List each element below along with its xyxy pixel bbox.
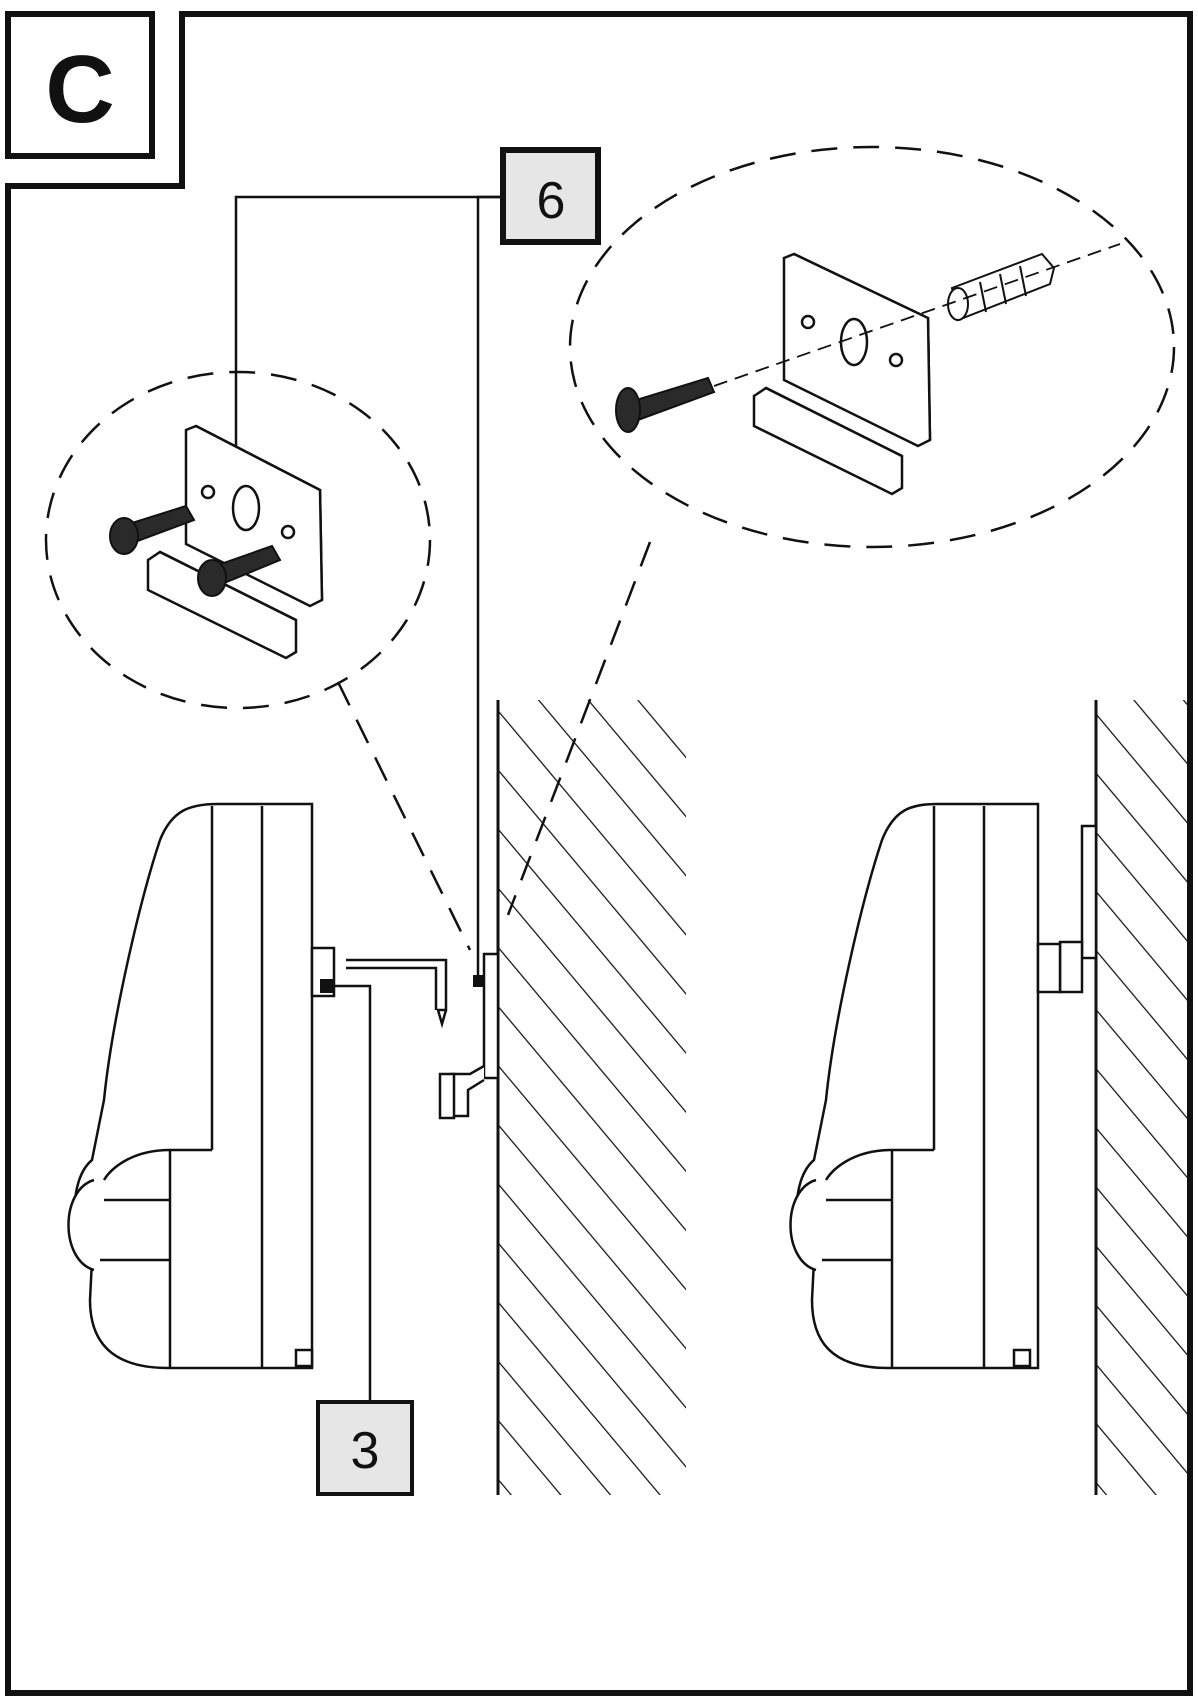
sensor-device-icon: [67, 802, 336, 1370]
diagram-frame: [5, 11, 1193, 1696]
leader-dot: [320, 979, 334, 993]
wall-bracket-side-icon: [1058, 824, 1098, 994]
step-letter-box: C: [5, 11, 155, 159]
wall-bracket-icon: [146, 424, 324, 660]
assembly-axis-line: [713, 243, 1121, 387]
arrow-down-icon: [346, 966, 438, 1010]
callout-6-label: 6: [537, 172, 566, 230]
screw-icon: [109, 504, 282, 597]
step-letter: C: [45, 36, 114, 143]
arrow-down-icon: [346, 958, 448, 1029]
zoom-bubble-left: [44, 370, 472, 951]
callout-6: 6: [500, 147, 601, 245]
callout-3-leader: [334, 984, 372, 1404]
screw-icon: [615, 376, 716, 433]
callout-6-leaders: [234, 195, 503, 980]
callout-3-label: 3: [351, 1422, 380, 1480]
wall-right: [1094, 700, 1190, 1495]
leader-dot: [473, 975, 485, 987]
callout-3: 3: [316, 1400, 414, 1496]
wall-bracket-icon: [752, 252, 932, 496]
sensor-device-icon: [789, 802, 1062, 1370]
wall-bracket-side-icon: [438, 952, 500, 1120]
wall-left: [496, 700, 700, 1495]
wall-plug-icon: [947, 252, 1056, 322]
zoom-bubble-right: [506, 145, 1176, 916]
